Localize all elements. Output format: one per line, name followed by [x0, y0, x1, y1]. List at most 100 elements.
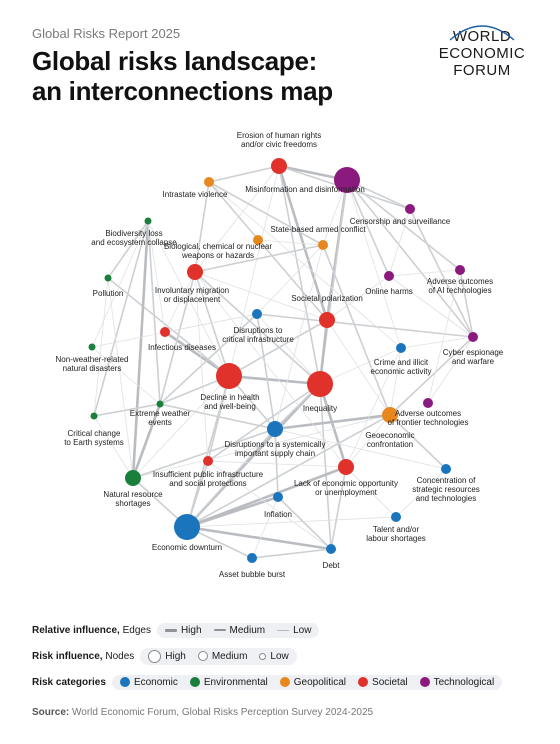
node-geoecon	[382, 407, 398, 423]
edge-armed-infra	[256, 244, 324, 315]
edge-downturn-debt	[185, 525, 333, 551]
edge-downturn-talent	[186, 516, 397, 528]
edge-extreme-migration	[159, 271, 196, 405]
report-name: Global Risks Report 2025	[32, 26, 181, 41]
edge-extreme-earth	[93, 403, 161, 417]
node-armed	[318, 240, 328, 250]
technological-dot-icon	[419, 677, 430, 687]
edge-supply-concentration	[274, 428, 447, 470]
edge-resource-supply	[132, 428, 276, 479]
edge-extreme-resource	[131, 402, 162, 480]
edge-high-swatch-icon	[164, 628, 177, 632]
node-pollution	[104, 274, 112, 282]
legend-edges-pill: High Medium Low	[156, 622, 320, 638]
node-concentration	[441, 464, 451, 474]
node-high-circle-icon	[148, 649, 162, 663]
node-crime	[396, 343, 406, 353]
node-label-censorship: Censorship and surveillance	[350, 217, 451, 226]
node-extreme	[156, 400, 164, 408]
node-bubble	[247, 553, 257, 563]
node-resource	[125, 470, 141, 486]
edge-erosion-migration	[194, 165, 280, 273]
edge-concentration-talent	[395, 468, 447, 518]
edge-inequality-health	[227, 374, 322, 386]
edge-polarization-online	[326, 275, 390, 321]
edge-inequality-crime	[319, 347, 402, 385]
edge-cyber-infra	[256, 313, 474, 338]
economic-dot-icon	[119, 677, 130, 687]
node-infra	[252, 309, 262, 319]
edge-biodiversity-pollution	[107, 220, 149, 279]
wef-logo: WORLD ECONOMIC FORUM	[432, 25, 532, 79]
edge-biodiversity-resource	[131, 219, 150, 480]
edge-low-swatch-icon	[277, 629, 290, 631]
node-public	[203, 456, 213, 466]
node-health	[216, 363, 242, 389]
edge-supply-geoecon	[273, 413, 392, 431]
legend-node-high: High	[148, 649, 186, 663]
edge-opportunity-migration	[194, 271, 347, 468]
node-migration	[187, 264, 203, 280]
node-inflation	[273, 492, 283, 502]
geopolitical-dot-icon	[279, 677, 290, 687]
node-erosion	[271, 158, 287, 174]
edge-debt-public	[207, 460, 332, 550]
node-label-infectious: Infectious diseases	[148, 343, 216, 352]
environmental-dot-icon	[189, 677, 200, 687]
logo-arc-icon	[449, 25, 515, 41]
edge-intrastate-migration	[194, 181, 210, 273]
edge-nonweather-infra	[91, 313, 258, 348]
edge-geoecon-armed	[322, 244, 391, 416]
edge-biodiversity-infectious	[147, 220, 166, 333]
edge-debt-bubble	[251, 548, 332, 559]
edge-extreme-infra	[159, 313, 258, 405]
node-ai	[455, 265, 465, 275]
node-biodiversity	[144, 217, 152, 225]
edge-earth-resource	[93, 415, 134, 479]
edge-migration-infectious	[164, 271, 196, 333]
legend-nodes: Risk influence, Nodes High Medium Low	[32, 647, 297, 665]
node-cbrn	[253, 235, 263, 245]
edge-armed-migration	[194, 244, 324, 273]
node-polarization	[319, 312, 335, 328]
edge-migration-public	[194, 271, 209, 462]
node-label-inequality: Inequality	[303, 404, 337, 413]
edge-downturn-supply	[186, 428, 276, 528]
legend-cat-economic: Economic	[119, 677, 178, 688]
legend-edge-high: High	[164, 625, 202, 636]
edge-geoecon-cyber	[389, 336, 474, 416]
edge-cyber-online	[388, 275, 474, 338]
logo-line-2: ECONOMIC	[438, 45, 526, 62]
legend-nodes-pill: High Medium Low	[140, 647, 297, 665]
edge-polarization-migration	[194, 271, 328, 321]
edge-biodiversity-extreme	[147, 220, 161, 405]
node-label-bubble: Asset bubble burst	[219, 570, 286, 579]
edge-polarization-intrastate	[208, 181, 328, 321]
edge-debt-inflation	[277, 496, 332, 550]
legend-categories: Risk categories Economic Environmental G…	[32, 674, 503, 690]
legend-edge-low: Low	[277, 625, 311, 636]
edge-geoecon-concentration	[389, 414, 447, 470]
edge-extreme-supply	[159, 403, 276, 430]
edge-biodiversity-nonweather	[91, 220, 149, 348]
edge-health-migration	[194, 271, 230, 377]
node-label-misinfo: Misinformation and disinformation	[245, 185, 365, 194]
node-supply	[267, 421, 283, 437]
edge-supply-infra	[256, 313, 276, 430]
node-earth	[90, 412, 98, 420]
node-inequality	[307, 371, 333, 397]
edge-opportunity-crime	[345, 347, 402, 468]
edge-erosion-health	[228, 165, 280, 377]
edge-downturn-geoecon	[186, 414, 391, 528]
logo-line-1: WORLD	[452, 28, 512, 45]
legend-node-medium: Medium	[197, 651, 247, 662]
